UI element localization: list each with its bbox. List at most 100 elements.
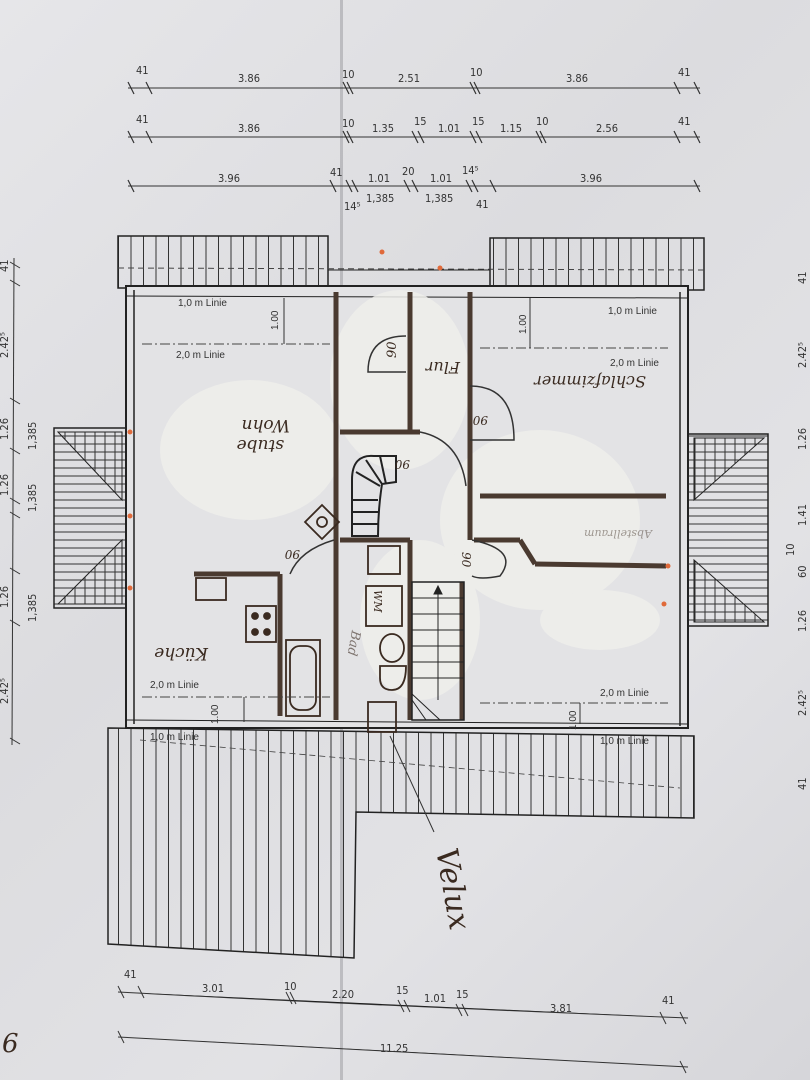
main-staircase	[411, 581, 465, 721]
dim-top-1-c: 10	[342, 68, 355, 81]
svg-text:2.42⁵: 2.42⁵	[796, 342, 809, 368]
dim-top-2-g: 15	[472, 115, 485, 128]
svg-text:41: 41	[796, 271, 809, 284]
bottom-dimension-lines	[117, 985, 689, 1074]
left-dimension-labels: 41 2.42⁵ 1.26 1.26 1.26 2.42⁵ 1,385 1,38…	[0, 259, 39, 704]
room-label-wohnstube-1: Wohn	[242, 415, 290, 435]
door-swings	[289, 335, 515, 579]
svg-text:90: 90	[385, 341, 400, 358]
dim-top-2-e: 15	[414, 115, 427, 128]
svg-text:41: 41	[796, 777, 809, 790]
dim-top-2-i: 10	[536, 115, 549, 128]
right-dimension-labels: 41 2.42⁵ 1.26 1.41 10 60 1.26 2.42⁵ 41	[784, 271, 809, 790]
dim-top-2-f: 1.01	[438, 122, 460, 135]
interior-walls	[194, 292, 667, 720]
dim-top-3-i: 1,385	[366, 192, 394, 205]
dim-total-width: 11.25	[380, 1042, 408, 1055]
room-label-kueche: Küche	[154, 643, 209, 663]
top-dimension-labels: 41 3.86 10 2.51 10 3.86 41 41 3.86 10 1.…	[136, 64, 691, 213]
fixtures	[195, 503, 407, 733]
svg-text:41: 41	[124, 968, 137, 981]
dim-top-1-f: 3.86	[566, 72, 588, 85]
dim-top-1-g: 41	[678, 66, 691, 79]
svg-text:1.00: 1.00	[568, 710, 579, 730]
dim-top-3-g: 3.96	[580, 172, 602, 185]
svg-text:90: 90	[284, 547, 300, 561]
svg-text:1.26: 1.26	[0, 418, 11, 440]
svg-text:1.26: 1.26	[0, 474, 11, 496]
room-label-bad: Bad	[344, 628, 363, 657]
svg-text:1,385: 1,385	[26, 484, 39, 512]
label-wm: WM	[371, 590, 384, 613]
dim-top-2-a: 41	[136, 113, 149, 126]
svg-text:2.42⁵: 2.42⁵	[0, 332, 11, 358]
dim-top-1-d: 2.51	[398, 72, 420, 85]
svg-text:15: 15	[396, 984, 409, 997]
dim-top-2-b: 3.86	[238, 122, 260, 135]
dim-top-3-a: 3.96	[218, 172, 240, 185]
svg-text:1.26: 1.26	[796, 428, 809, 450]
dim-top-3-e: 1.01	[430, 172, 452, 185]
dim-top-1-a: 41	[136, 64, 149, 77]
height-lines	[142, 343, 668, 704]
svg-text:3.01: 3.01	[202, 982, 224, 995]
svg-text:1.41: 1.41	[796, 504, 809, 526]
svg-text:2,0 m Linie: 2,0 m Linie	[610, 358, 659, 369]
room-label-flur: Flur	[424, 358, 461, 377]
dim-top-1-b: 3.86	[238, 72, 260, 85]
line-labels: 1,0 m Linie 2,0 m Linie 1,0 m Linie 2,0 …	[150, 298, 659, 747]
velux-leader-line	[389, 735, 435, 833]
svg-text:90: 90	[472, 413, 488, 427]
height-measure-ticks	[243, 298, 581, 724]
dim-top-3-c: 1.01	[368, 172, 390, 185]
svg-text:1.01: 1.01	[424, 992, 446, 1005]
left-dimension-lines	[9, 257, 21, 746]
dim-top-2-k: 41	[678, 115, 691, 128]
dim-top-1-e: 10	[470, 66, 483, 79]
dim-top-2-d: 1.35	[372, 122, 394, 135]
svg-text:1,0 m Linie: 1,0 m Linie	[608, 306, 657, 317]
velux-annotation: Velux	[428, 845, 477, 932]
svg-text:1,385: 1,385	[26, 422, 39, 450]
svg-text:1,0 m Linie: 1,0 m Linie	[600, 736, 649, 747]
svg-text:1.00: 1.00	[270, 310, 281, 330]
dim-top-2-c: 10	[342, 117, 355, 130]
svg-text:1.00: 1.00	[210, 704, 221, 724]
svg-text:2.20: 2.20	[332, 988, 354, 1001]
room-label-abstellraum: Abstellraum	[584, 527, 653, 540]
top-dimension-lines	[127, 81, 701, 193]
orange-marks	[127, 249, 671, 607]
svg-text:10: 10	[784, 543, 797, 556]
svg-text:41: 41	[0, 259, 11, 272]
svg-text:90: 90	[459, 552, 473, 568]
dim-top-2-h: 1.15	[500, 122, 522, 135]
spiral-stair	[351, 454, 397, 537]
dim-top-3-d: 20	[402, 165, 415, 178]
svg-text:1.00: 1.00	[518, 314, 529, 334]
dim-top-3-j: 1,385	[425, 192, 453, 205]
svg-text:2,0 m Linie: 2,0 m Linie	[150, 680, 199, 691]
room-label-wohnstube-2: stube	[237, 435, 284, 455]
svg-text:1.26: 1.26	[796, 610, 809, 632]
svg-text:1.26: 1.26	[0, 586, 11, 608]
svg-text:2.42⁵: 2.42⁵	[796, 690, 809, 716]
svg-text:2,0 m Linie: 2,0 m Linie	[600, 688, 649, 699]
dim-top-3-b: 41	[330, 166, 343, 179]
svg-text:2,0 m Linie: 2,0 m Linie	[176, 350, 225, 361]
dim-top-3-h: 14⁵	[344, 200, 361, 213]
svg-text:1,0 m Linie: 1,0 m Linie	[178, 298, 227, 309]
roof-overhangs	[53, 235, 769, 959]
page-mark: 6	[2, 1029, 19, 1059]
bottom-dimension-labels: 41 3.01 10 2.20 15 1.01 15 3.81 41 11.25	[124, 968, 675, 1055]
svg-text:10: 10	[284, 980, 297, 993]
svg-text:90: 90	[394, 457, 410, 471]
dim-top-3-k: 41	[476, 198, 489, 211]
svg-text:60: 60	[796, 565, 809, 578]
dim-top-3-f: 14⁵	[462, 164, 479, 177]
svg-text:41: 41	[662, 994, 675, 1007]
svg-text:2.42⁵: 2.42⁵	[0, 678, 11, 704]
svg-text:15: 15	[456, 988, 469, 1001]
room-label-schlafzimmer: Schlafzimmer	[533, 372, 646, 391]
